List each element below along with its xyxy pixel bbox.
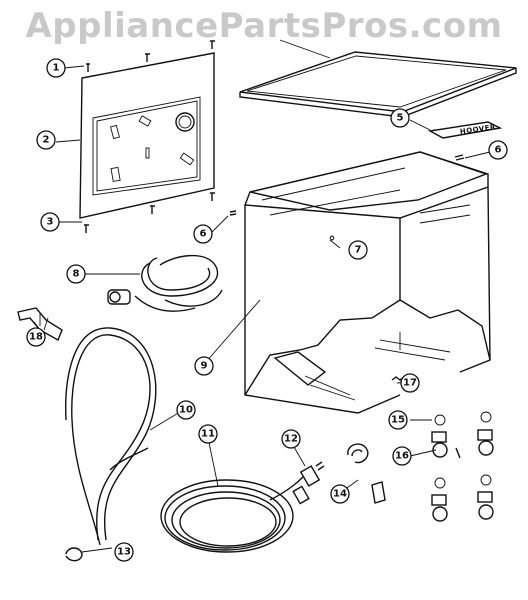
callout-number: 17: [403, 378, 417, 389]
callout-circle: [348, 240, 368, 260]
callout-circle: [46, 58, 66, 78]
callout-number: 10: [179, 405, 193, 416]
callout-number: 16: [395, 451, 409, 462]
drain-hose: [107, 254, 223, 312]
callout-circle: [400, 373, 420, 393]
callout-number: 8: [73, 269, 80, 280]
strain-relief: [347, 443, 386, 504]
callout-circle: [330, 484, 350, 504]
callout-number: 5: [397, 113, 404, 124]
callout-number: 2: [43, 135, 50, 146]
watermark: AppliancePartsPros.com: [25, 6, 503, 46]
callout-number: 11: [201, 429, 215, 440]
power-cord: [160, 474, 310, 553]
hose-clamp: [65, 547, 83, 562]
cabinet: [244, 151, 491, 414]
callout-circle: [194, 356, 214, 376]
callout-number: 9: [201, 361, 208, 372]
callout-circle: [40, 212, 60, 232]
callout-circle: [281, 429, 301, 449]
plug: [299, 461, 325, 487]
hose-elbow: [17, 307, 63, 341]
callout-number: 7: [355, 245, 362, 256]
callout-circle: [193, 224, 213, 244]
callout-number: 14: [333, 489, 347, 500]
callout-circle: [198, 424, 218, 444]
callout-circle: [66, 264, 86, 284]
casters: [431, 411, 494, 522]
nameplate: HOOVER: [427, 121, 503, 139]
screw: [229, 210, 237, 216]
callout-circle: [26, 327, 46, 347]
callout-number: 12: [284, 434, 298, 445]
callout-circle: [176, 400, 196, 420]
callout-circle: [114, 542, 134, 562]
screw: [454, 154, 465, 161]
callout-number: 13: [117, 547, 131, 558]
callout-number: 15: [391, 415, 405, 426]
callout-number: 18: [29, 332, 43, 343]
callout-circle: [390, 108, 410, 128]
callout-number: 1: [53, 63, 60, 74]
callout-number: 6: [495, 145, 502, 156]
callout-circle: [36, 130, 56, 150]
lid: [239, 51, 517, 118]
back-panel: [79, 40, 215, 233]
callout-circle: [388, 410, 408, 430]
callout-circle: [392, 446, 412, 466]
callout-number: 6: [200, 229, 207, 240]
callout-number: 3: [47, 217, 54, 228]
callout-circle: [488, 140, 508, 160]
fill-hose: [65, 327, 157, 546]
leader-lines: [33, 39, 491, 553]
